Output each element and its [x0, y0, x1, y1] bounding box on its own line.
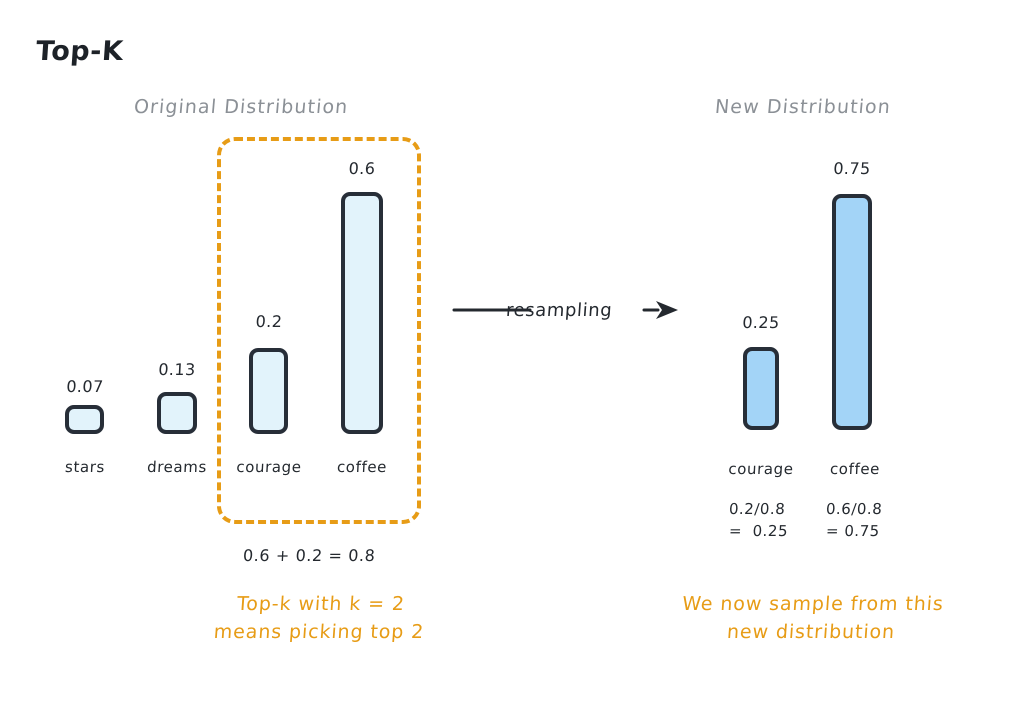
bar-coffee-original	[341, 192, 383, 434]
top-k-explanation-note: Top-k with k = 2 means picking top 2	[213, 593, 425, 643]
resampling-arrow-icon	[452, 296, 680, 322]
calc-coffee-expr: 0.6/0.8	[825, 500, 883, 518]
top-k-selection-box	[217, 137, 421, 524]
bar-value-courage-new: 0.25	[741, 313, 781, 332]
calc-coffee-result: = 0.75	[825, 522, 881, 540]
calc-courage-result: = 0.25	[728, 522, 789, 540]
bar-stars	[65, 405, 104, 434]
new-distribution-note: We now sample from this new distribution	[681, 593, 945, 643]
bar-value-coffee-new: 0.75	[832, 159, 872, 178]
page-title: Top-K	[34, 36, 125, 67]
bar-dreams	[157, 392, 197, 434]
bar-value-dreams: 0.13	[157, 360, 197, 379]
bar-courage-new	[743, 347, 779, 430]
bar-courage-original	[249, 348, 288, 434]
bar-label-stars: stars	[64, 458, 106, 476]
new-distribution-heading: New Distribution	[714, 96, 892, 118]
bar-label-coffee-new: coffee	[829, 460, 881, 478]
bar-value-coffee-original: 0.6	[348, 159, 376, 178]
bar-label-dreams: dreams	[146, 458, 208, 476]
bar-label-courage-new: courage	[727, 460, 795, 478]
calc-courage-expr: 0.2/0.8	[728, 500, 786, 518]
bar-value-stars: 0.07	[65, 377, 105, 396]
bar-label-courage-original: courage	[235, 458, 303, 476]
resampling-arrow-label: resampling	[505, 300, 614, 321]
original-distribution-heading: Original Distribution	[133, 96, 350, 118]
bar-coffee-new	[832, 194, 872, 430]
top-k-sum-text: 0.6 + 0.2 = 0.8	[242, 546, 376, 565]
bar-value-courage-original: 0.2	[255, 312, 283, 331]
bar-label-coffee-original: coffee	[336, 458, 388, 476]
